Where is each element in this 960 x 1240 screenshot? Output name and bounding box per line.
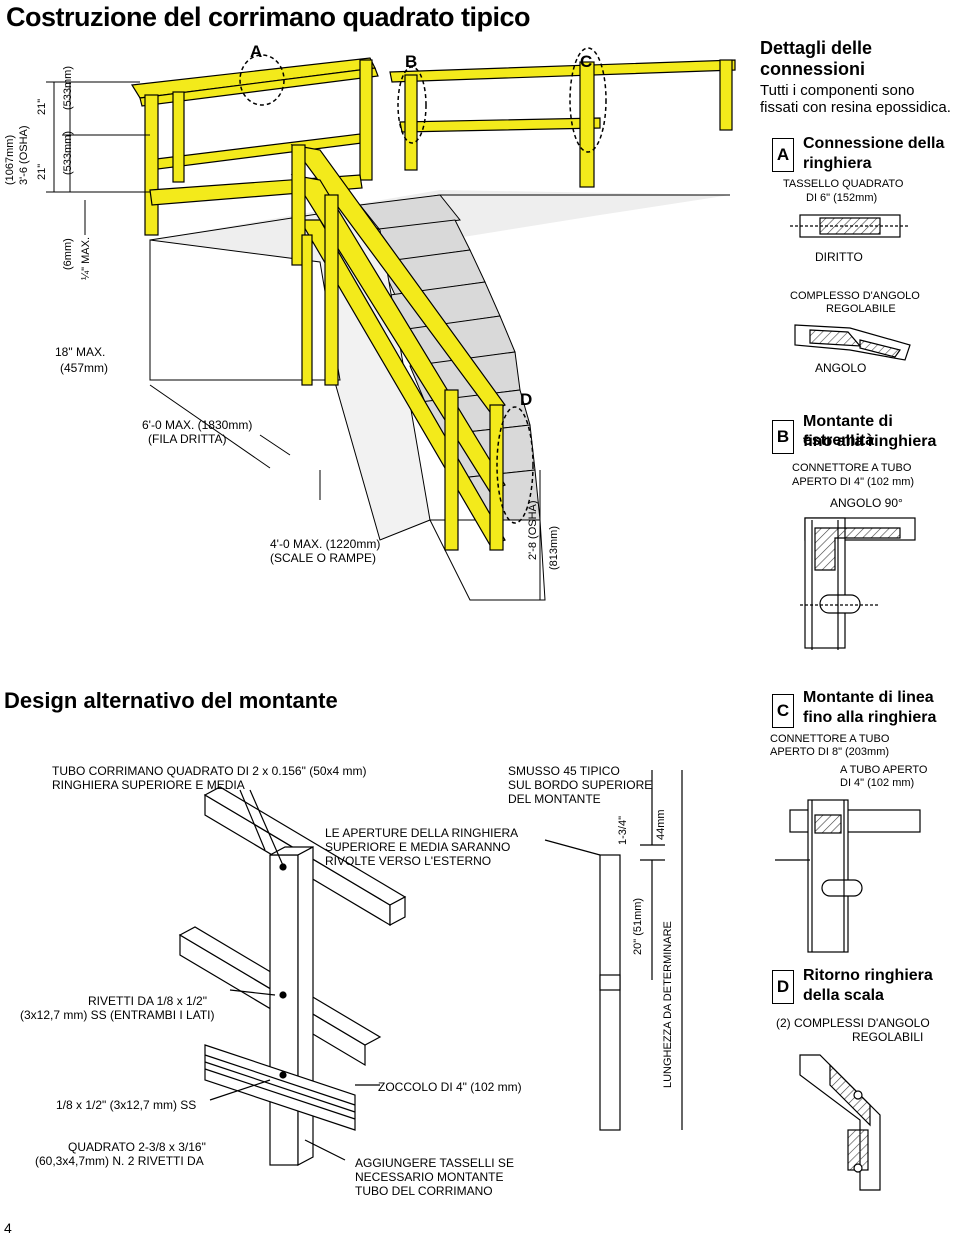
callout-markers [239,47,607,524]
page-number: 4 [4,1220,12,1236]
detail-d-label: (2) COMPLESSI D'ANGOLO [776,1016,930,1030]
detail-a-adj-2: REGOLABILE [826,303,896,315]
alt-openings-label: LE APERTURE DELLA RINGHIERA [325,826,519,840]
alt-chamfer-label-2: SUL BORDO SUPERIORE [508,778,653,792]
details-heading-2: connessioni [760,59,866,79]
alt-chamfer-label-3: DEL MONTANTE [508,792,601,806]
alt-post-drawing [178,786,407,1166]
alt-chamfer-label: SMUSSO 45 TIPICO [508,764,620,778]
callout-b: B [405,52,418,71]
dim-upper-metric: (533mm) [62,65,74,110]
alt-rivets-label: RIVETTI DA 1/8 x 1/2" [88,994,207,1008]
alt-tube-label-2: RINGHIERA SUPERIORE E MEDIA [52,778,245,792]
callout-a: A [250,42,263,61]
dim-overall-imperial: 3'-6 (OSHA) [18,125,30,185]
alt-add-label-3: TUBO DEL CORRIMANO [355,1184,493,1198]
alt-tube-label: TUBO CORRIMANO QUADRATO DI 2 x 0.156" (5… [52,764,367,778]
detail-c-drawings [775,799,921,953]
dim-span-stairs-note: (SCALE O RAMPE) [270,551,377,565]
dim-stair-metric: (813mm) [548,525,560,570]
dimension-lines [46,81,541,600]
dim-toe-metric: (457mm) [60,361,109,375]
alt-square-label: QUADRATO 2-3/8 x 3/16" [68,1140,206,1154]
detail-a-badge: A [772,138,794,172]
detail-d-title-2: della scala [803,987,884,1004]
detail-b-title-2: fino alla ringhiera [803,433,937,450]
dim-span-straight-note: (FILA DRITTA) [148,432,227,446]
dim-span-straight: 6'-0 MAX. (1830mm) [142,418,253,432]
detail-c-badge: C [772,694,794,728]
alt-square-label-2: (60,3x4,7mm) N. 2 RIVETTI DA [35,1154,204,1168]
detail-b-angle: ANGOLO 90° [830,496,903,510]
dim-stair-height: 2'-8 (OSHA) [527,500,539,560]
detail-c-title: Montante di linea [803,689,934,706]
dim-gap-metric: (6mm) [62,238,74,270]
detail-a-adj: COMPLESSO D'ANGOLO [790,290,920,302]
alt-openings-label-2: SUPERIORE E MEDIA SARANNO [325,840,511,854]
dim-gap-imperial: ¼" MAX. [80,236,92,280]
detail-d-title: Ritorno ringhiera [803,967,933,984]
details-heading: Dettagli delle [760,38,873,58]
side-wall [149,239,341,381]
detail-a-label-2: DI 6" (152mm) [806,192,878,204]
dim-span-stairs: 4'-0 MAX. (1220mm) [270,537,381,551]
alt-toeboard: ZOCCOLO DI 4" (102 mm) [378,1080,522,1094]
detail-c-label-4: DI 4" (102 mm) [840,777,915,789]
dim-lower-imperial: 21" [36,163,48,180]
alt-dim-134: 1-3/4" [617,816,629,845]
alt-length: LUNGHEZZA DA DETERMINARE [662,921,674,1088]
detail-b-drawings [800,517,916,650]
details-note-2: fissati con resina epossidica. [760,99,951,116]
alt-rivet-ss: 1/8 x 1/2" (3x12,7 mm) SS [56,1098,197,1112]
page-title: Costruzione del corrimano quadrato tipic… [6,2,531,32]
detail-c-label-2: APERTO DI 8" (203mm) [770,746,890,758]
detail-a-drawings [790,214,911,361]
post-profile [544,770,683,1131]
detail-d-drawings [799,1054,881,1191]
detail-a-title-2: ringhiera [803,155,872,172]
detail-c-label-3: A TUBO APERTO [840,764,928,776]
alt-add-label-2: NECESSARIO MONTANTE [355,1170,504,1184]
dim-toe-max: 18" MAX. [55,345,106,359]
alt-add-label: AGGIUNGERE TASSELLI SE [355,1156,514,1170]
details-note: Tutti i componenti sono [760,82,915,99]
callout-d: D [520,390,533,409]
dim-overall-metric: (1067mm) [4,134,16,185]
detail-b-title: Montante di estremità [803,413,893,449]
detail-b-badge: B [772,420,794,454]
detail-d-label-2: REGOLABILI [852,1030,924,1044]
detail-a-title: Connessione della [803,135,945,152]
alt-design-title: Design alternativo del montante [4,688,338,713]
detail-d-badge: D [772,970,794,1004]
detail-b-label-2: APERTO DI 4" (102 mm) [792,476,915,488]
dim-upper-imperial: 21" [36,98,48,115]
alt-dim-20: 20" (51mm) [632,897,644,955]
detail-b-label: CONNETTORE A TUBO [792,462,912,474]
detail-a-label: TASSELLO QUADRATO [783,178,904,190]
dim-lower-metric: (533mm) [62,130,74,175]
alt-dim-44: 44mm [655,809,667,840]
alt-openings-label-3: RIVOLTE VERSO L'ESTERNO [325,854,492,868]
yellow-railing [130,57,736,551]
detail-c-title-2: fino alla ringhiera [803,709,937,726]
detail-a-straight: DIRITTO [815,250,863,264]
detail-c-label: CONNETTORE A TUBO [770,733,890,745]
alt-rivets-label-2: (3x12,7 mm) SS (ENTRAMBI I LATI) [20,1008,215,1022]
callout-c: C [580,52,593,71]
detail-a-angle: ANGOLO [815,361,867,375]
